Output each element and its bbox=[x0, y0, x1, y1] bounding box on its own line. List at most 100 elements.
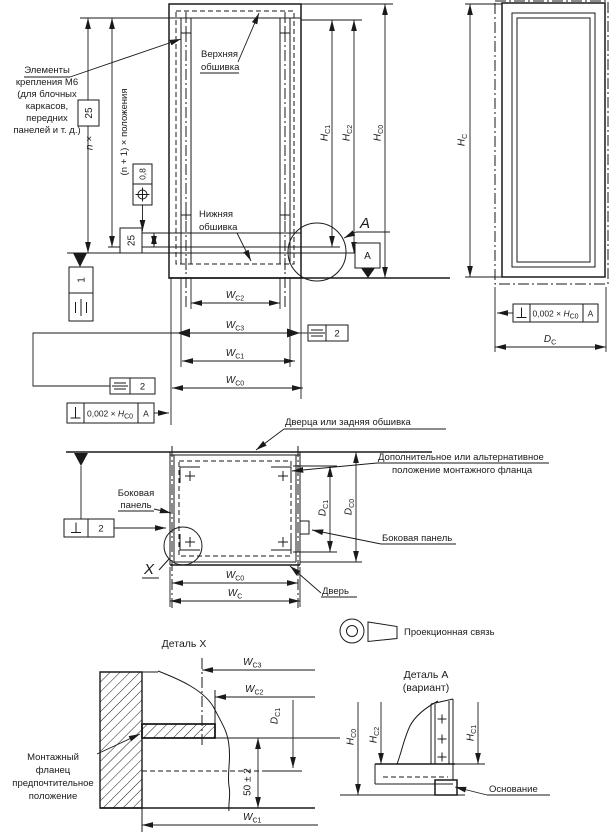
side-panel-right-note: Боковая панель bbox=[312, 529, 456, 544]
mounting-flange-brackets bbox=[180, 467, 309, 550]
hc0-label-detail: HC0 bbox=[346, 729, 359, 745]
detail-x-title: Деталь X bbox=[162, 638, 207, 650]
front-view-width-dimensions: WC2 WC3 WC1 WC0 2 2 bbox=[33, 258, 348, 425]
perpendicularity-value: 2 bbox=[98, 524, 103, 535]
perpendicularity-symbol-icon bbox=[71, 407, 81, 418]
mounting-flange-note: Монтажный фланец предпочтительное положе… bbox=[12, 734, 140, 802]
fastener-cross-icon bbox=[181, 28, 290, 220]
hc-label: HC bbox=[457, 134, 470, 146]
svg-text:положение монтажного фланца: положение монтажного фланца bbox=[392, 465, 533, 476]
wc2-label: WC2 bbox=[226, 290, 245, 303]
side-panel-section bbox=[100, 672, 142, 808]
break-line bbox=[397, 701, 438, 764]
svg-text:X: X bbox=[143, 561, 155, 578]
svg-text:Дверца или задняя обшивка: Дверца или задняя обшивка bbox=[285, 417, 412, 428]
detail-a: Деталь А (вариант) HC0 HC2 HC1 Основание bbox=[340, 669, 550, 795]
wc2-label-detail: WC2 bbox=[245, 684, 264, 697]
symmetry-tolerance-frame-left: 2 bbox=[110, 378, 155, 394]
top-cladding-note: Верхняя обшивка bbox=[200, 13, 259, 73]
perpendicularity-value: 0,002 × HC0 bbox=[87, 409, 133, 421]
perpendicularity-tolerance-frame-side: 0,002 × HC0 А bbox=[497, 304, 598, 322]
wc1-label-detail: WC1 bbox=[243, 812, 262, 825]
plan-datum-flag bbox=[74, 453, 88, 519]
detail-x-marker-note: X bbox=[142, 559, 169, 578]
position-tolerance-value: 0,8 bbox=[138, 168, 148, 180]
plan-view: 2 DC1 DC0 WC0 WC Дверца или задняя обшив… bbox=[64, 417, 549, 608]
perpendicularity-value: 0,002 × HC0 bbox=[533, 309, 579, 321]
front-view-height-dimensions: HC1 HC2 HC0 А bbox=[301, 4, 393, 278]
symmetry-value: 2 bbox=[140, 382, 145, 393]
position-tolerance-frame: 0,8 bbox=[133, 164, 152, 231]
wc-label: WC bbox=[228, 588, 243, 601]
datum-a-value: А bbox=[364, 251, 371, 262]
position-symbol-icon bbox=[136, 188, 150, 202]
alt-flange-note: Дополнительное или альтернативное положе… bbox=[292, 452, 549, 476]
svg-text:Дополнительное или альтернатив: Дополнительное или альтернативное bbox=[378, 452, 544, 463]
svg-text:Дверь: Дверь bbox=[322, 586, 349, 597]
bottom-cladding-note: Нижняя обшивка bbox=[198, 209, 251, 261]
fastening-elements-note: Элементы крепления М6 (для блочных карка… bbox=[13, 39, 181, 136]
perpendicularity-datum: А bbox=[588, 309, 594, 319]
dc-label: DC bbox=[544, 334, 556, 347]
symmetry-value: 2 bbox=[334, 329, 339, 340]
side-view: HC 0,002 × HC0 А DC bbox=[457, 1, 609, 352]
door-note: Дверь bbox=[290, 566, 357, 597]
n-x-label: n × bbox=[85, 136, 96, 150]
boxed-25-value: 25 bbox=[84, 107, 95, 119]
svg-text:панель: панель bbox=[120, 500, 151, 511]
svg-text:панелей и т. д.): панелей и т. д.) bbox=[13, 125, 80, 136]
dc0-label: DC0 bbox=[344, 499, 357, 515]
detail-a-title-2: (вариант) bbox=[403, 682, 449, 694]
detail-x: Деталь X WC3 WC2 DC1 50 ± 2 WC1 Монтажны… bbox=[12, 638, 340, 832]
svg-text:обшивка: обшивка bbox=[201, 62, 240, 73]
symmetry-symbol-icon bbox=[76, 299, 87, 316]
n-plus-1-positions-label: (n + 1) × положения bbox=[119, 89, 130, 176]
symmetry-symbol-icon bbox=[309, 330, 325, 336]
svg-text:Боковая: Боковая bbox=[118, 488, 154, 499]
dc1-label: DC1 bbox=[318, 500, 331, 516]
detail-a-title: Деталь А bbox=[404, 669, 449, 681]
projection-symbol-icon bbox=[340, 619, 397, 643]
base-block bbox=[435, 780, 457, 795]
hc2-label-detail: HC2 bbox=[369, 727, 382, 743]
mounting-flange-section bbox=[142, 724, 215, 738]
wc0-label-plan: WC0 bbox=[226, 570, 245, 583]
wc3-label-detail: WC3 bbox=[243, 657, 262, 670]
wc0-label: WC0 bbox=[226, 375, 245, 388]
svg-text:Верхняя: Верхняя bbox=[201, 49, 238, 60]
svg-text:Монтажный: Монтажный bbox=[27, 752, 79, 763]
door-or-back-note: Дверца или задняя обшивка bbox=[256, 417, 446, 450]
perpendicularity-tolerance-frame-front: 0,002 × HC0 А bbox=[67, 403, 169, 423]
wc1-label: WC1 bbox=[226, 348, 245, 361]
svg-text:(для блочных: (для блочных bbox=[17, 89, 77, 100]
dc1-label-detail: DC1 bbox=[270, 708, 283, 724]
svg-text:предпочтительное: предпочтительное bbox=[12, 778, 93, 789]
svg-text:Нижняя: Нижняя bbox=[199, 209, 233, 220]
perpendicularity-tolerance-frame-plan: 2 bbox=[64, 519, 166, 537]
perpendicularity-symbol-icon bbox=[71, 523, 81, 533]
front-view-left-dimensions: 25 n × (n + 1) × положения 0,8 25 1 bbox=[69, 18, 157, 321]
datum-a-flag: А bbox=[355, 243, 380, 278]
svg-text:Боковая панель: Боковая панель bbox=[382, 533, 452, 544]
boxed-25-frame bbox=[78, 100, 99, 126]
projection-link-label: Проекционная связь bbox=[404, 627, 495, 638]
svg-text:Основание: Основание bbox=[489, 784, 538, 795]
perpendicularity-datum: А bbox=[143, 409, 149, 419]
hc2-label: HC2 bbox=[342, 125, 355, 141]
svg-text:положение: положение bbox=[29, 791, 78, 802]
datum-triangle bbox=[73, 253, 87, 267]
fastener-cross-icon bbox=[438, 715, 447, 762]
svg-text:Элементы: Элементы bbox=[24, 65, 70, 76]
datum-1-value: 1 bbox=[77, 277, 88, 283]
hc1-label-detail: HC1 bbox=[466, 725, 479, 741]
datum-triangle bbox=[361, 268, 375, 278]
hc1-label: HC1 bbox=[320, 125, 333, 141]
perpendicularity-symbol-icon bbox=[517, 308, 527, 318]
datum-triangle bbox=[74, 453, 88, 466]
side-panel-left-note: Боковая панель bbox=[118, 488, 171, 513]
svg-text:крепления М6: крепления М6 bbox=[16, 77, 78, 88]
break-line bbox=[158, 671, 230, 811]
datum-1-flag: 1 bbox=[69, 253, 93, 321]
